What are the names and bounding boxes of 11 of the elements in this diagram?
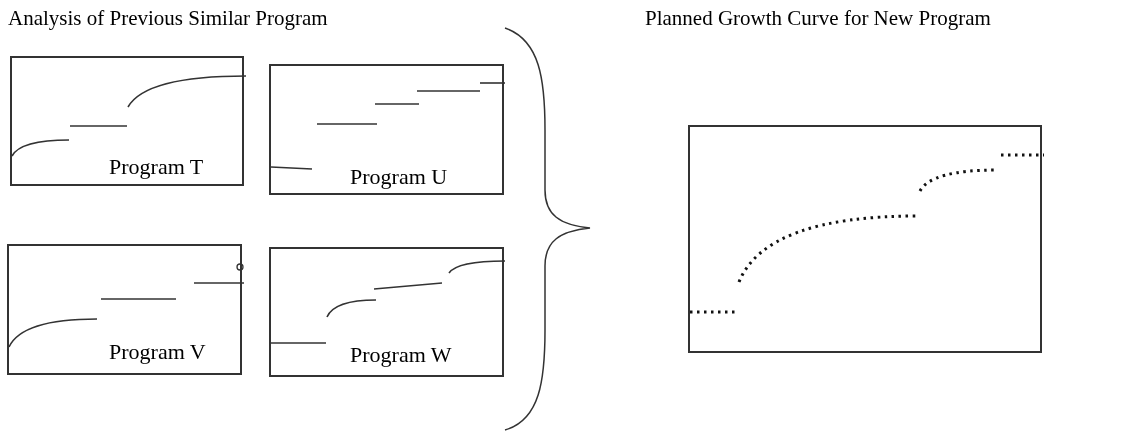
heading-text: Planned Growth Curve for New Program: [645, 5, 991, 32]
program-label: Program V: [109, 339, 206, 365]
empty-chart-box: [688, 125, 1042, 353]
program-label: Program T: [109, 154, 204, 180]
heading-text: Analysis of Previous Similar Program: [8, 5, 328, 32]
chart-box: [10, 56, 244, 186]
program-label: Program U: [350, 164, 448, 190]
chart-box: [7, 244, 242, 375]
chart-box: [269, 64, 504, 195]
chart-box: [269, 247, 504, 377]
program-label: Program W: [350, 342, 452, 368]
